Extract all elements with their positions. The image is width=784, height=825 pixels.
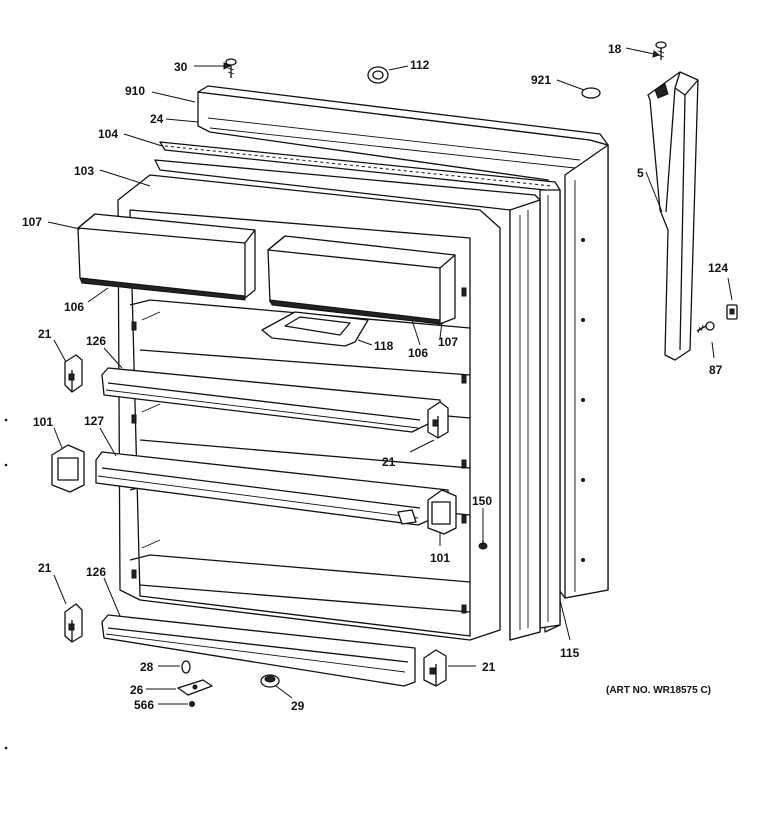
plug-112: [367, 66, 389, 84]
callout-30: 30: [174, 60, 188, 74]
hinge-plate-26: [177, 679, 213, 696]
callout-104: 104: [98, 127, 118, 141]
callout-87: 87: [709, 363, 723, 377]
callout-566: 566: [134, 698, 154, 712]
callout-labels: 30 112 18 910 921 24 104 103 5 107 106 1…: [22, 42, 728, 713]
callout-29: 29: [291, 699, 305, 713]
callout-150: 150: [472, 494, 492, 508]
plug-921: [581, 87, 601, 99]
callout-18: 18: [608, 42, 622, 56]
callout-21-right-upper: 21: [382, 455, 396, 469]
plug-29: [260, 674, 280, 688]
outer-door-panel: [197, 85, 609, 599]
screw-87: [696, 321, 715, 334]
screw-18: [655, 41, 667, 60]
callout-21-right-lower: 21: [482, 660, 496, 674]
callout-124: 124: [708, 261, 728, 275]
screw-30: [225, 58, 237, 78]
door-handle: [647, 71, 699, 361]
callout-115: 115: [560, 646, 580, 660]
door-liner: [154, 159, 541, 641]
callout-21-left-upper: 21: [38, 327, 52, 341]
callout-28: 28: [140, 660, 154, 674]
shelf-bracket-21-right-lower: [423, 649, 447, 687]
scan-marks: [4, 418, 8, 750]
screw-150: [478, 540, 488, 550]
shelf-bracket-101-left: [51, 444, 85, 493]
pin-566: [189, 701, 195, 707]
callout-118: 118: [374, 339, 394, 353]
callout-910: 910: [125, 84, 145, 98]
leader-arrowheads: [223, 50, 661, 70]
door-gasket: [159, 141, 561, 633]
clip-124: [726, 304, 738, 320]
dairy-door-left: [77, 213, 256, 301]
art-number: (ART NO. WR18575 C): [606, 685, 711, 696]
callout-127: 127: [84, 414, 104, 428]
callout-107-right: 107: [438, 335, 458, 349]
callout-126-upper: 126: [86, 334, 106, 348]
spacer-28: [181, 660, 191, 674]
dairy-door-right: [267, 235, 456, 325]
shelf-bracket-21-left-lower: [64, 603, 83, 643]
callout-921: 921: [531, 73, 551, 87]
callout-112: 112: [410, 58, 430, 72]
callout-101-left: 101: [33, 415, 53, 429]
callout-101-right: 101: [430, 551, 450, 565]
shelf-bracket-21-right-upper: [427, 401, 449, 439]
shelf-bracket-21-left-upper: [64, 354, 83, 393]
callout-5: 5: [637, 166, 644, 180]
callout-103: 103: [74, 164, 94, 178]
callout-24: 24: [150, 112, 164, 126]
shelf-bar-lower: [101, 614, 416, 687]
tray: [261, 311, 369, 347]
callout-126-lower: 126: [86, 565, 106, 579]
callout-106-right: 106: [408, 346, 428, 360]
callout-21-left-lower: 21: [38, 561, 52, 575]
callout-106-left: 106: [64, 300, 84, 314]
callout-26: 26: [130, 683, 144, 697]
callout-107-left: 107: [22, 215, 42, 229]
shelf-bracket-101-right: [427, 489, 457, 535]
leader-lines: [47, 47, 733, 705]
